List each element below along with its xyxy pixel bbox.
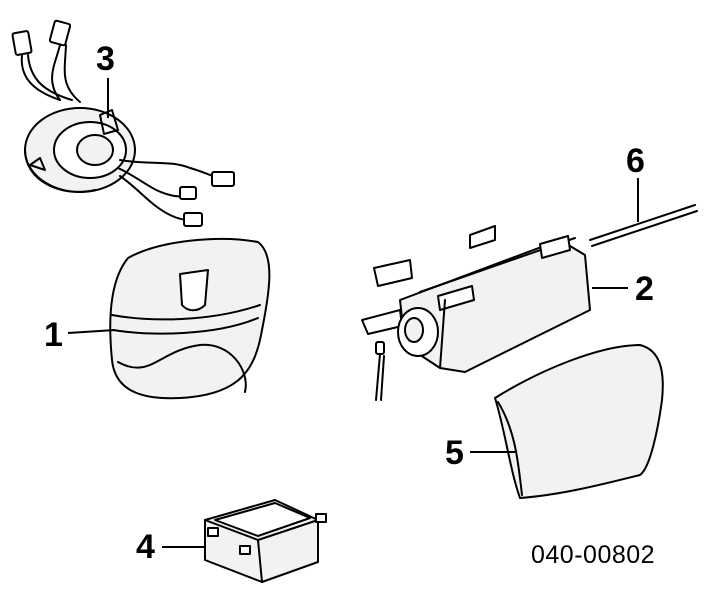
- callout-4: 4: [136, 528, 155, 566]
- callout-3: 3: [96, 40, 115, 78]
- document-number: 040-00802: [531, 541, 656, 569]
- control-module: [204, 499, 327, 583]
- passenger-airbag-module: [361, 225, 591, 401]
- callout-2: 2: [635, 270, 654, 308]
- driver-airbag-module: [109, 238, 271, 400]
- callout-6: 6: [626, 142, 645, 180]
- airbag-door-cover: [494, 344, 664, 499]
- callout-1: 1: [44, 316, 63, 354]
- clockspring-assembly: [11, 19, 235, 227]
- leader-1: [67, 329, 116, 334]
- callout-5: 5: [445, 434, 464, 472]
- retainer-rod: [589, 204, 698, 247]
